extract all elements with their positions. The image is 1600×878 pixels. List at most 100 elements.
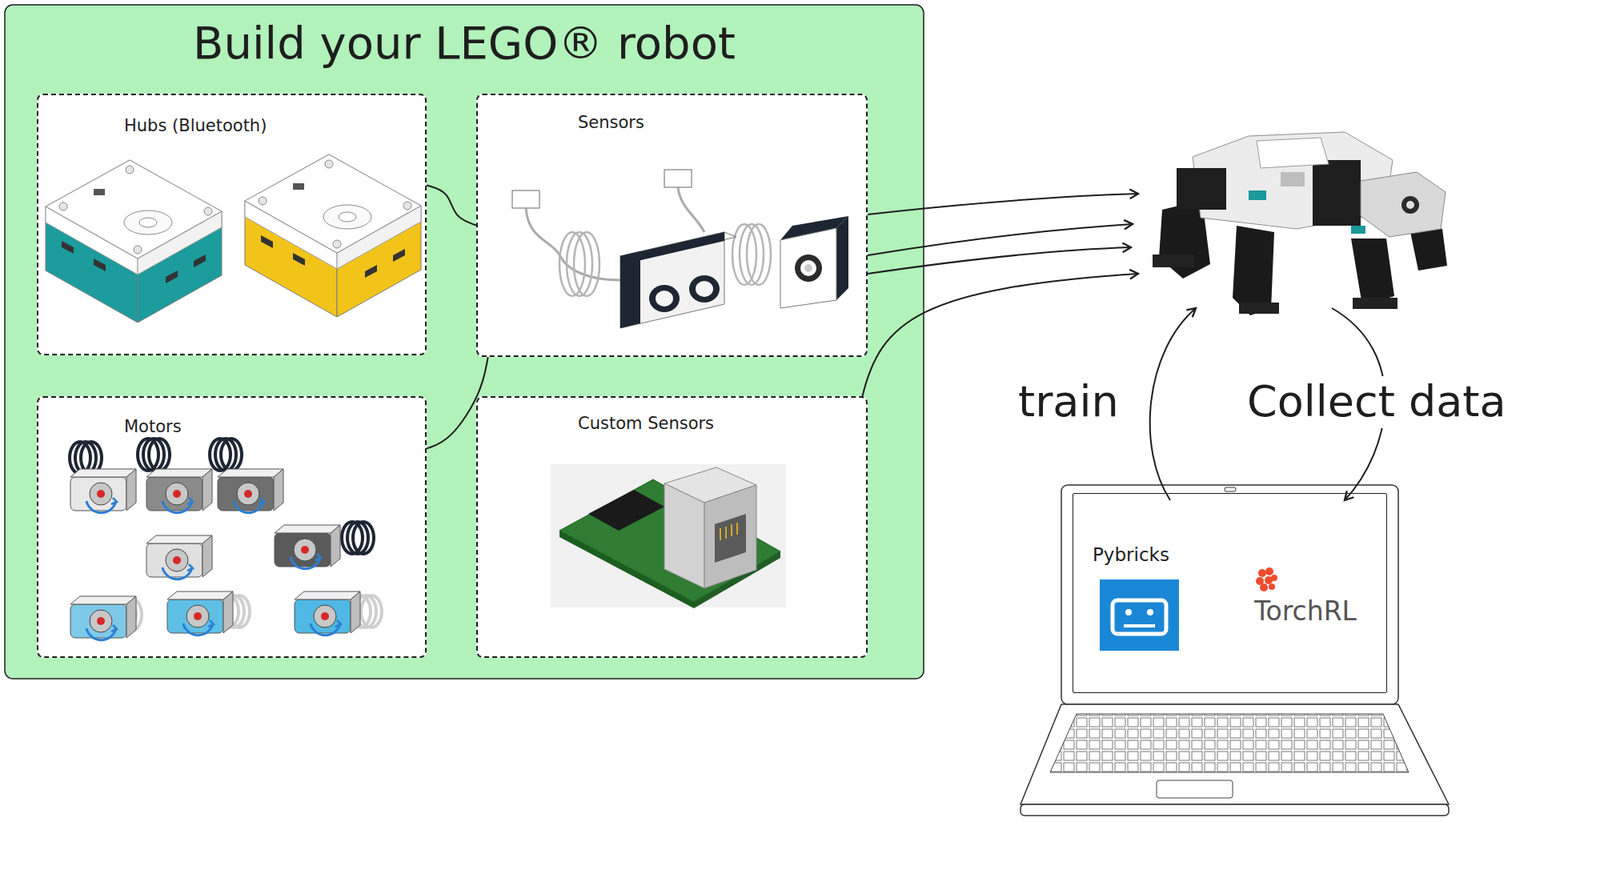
robot-illustration (1248, 190, 1267, 201)
robot-illustration (1280, 172, 1305, 187)
custom-sensor-illustration (550, 464, 786, 608)
robot-illustration (1352, 297, 1398, 309)
sensor-illustration (732, 224, 757, 285)
flow-arrows (867, 247, 1131, 274)
hub-illustration (244, 154, 422, 317)
sensor-illustration (620, 251, 641, 329)
sensor-illustration (739, 224, 764, 285)
robot-illustration (1351, 238, 1395, 306)
sensor-illustration (566, 232, 593, 297)
robot-illustration (1351, 225, 1366, 234)
box-heading: Sensors (577, 112, 645, 133)
motor-illustration (146, 535, 213, 580)
motor-illustration (217, 469, 284, 514)
flow-arrows (1150, 308, 1196, 501)
laptop-illustration (1146, 609, 1154, 616)
component-box: Hubs (Bluetooth) (36, 93, 427, 356)
laptop-illustration (1050, 713, 1409, 773)
robot-illustration (1401, 196, 1420, 214)
sensor-illustration (573, 232, 600, 297)
laptop-illustration (1099, 579, 1179, 651)
robot-illustration (1360, 172, 1446, 237)
motor-illustration (209, 438, 242, 471)
green-panel-ground (36, 93, 427, 356)
label-anchor: Collect data (1243, 376, 1510, 429)
arrow-label: train (1014, 376, 1123, 429)
sensor-illustration (655, 290, 674, 307)
component-box: Motors (36, 396, 427, 658)
motor-illustration (294, 591, 361, 636)
green-panel-ground (4, 4, 924, 679)
green-panel-ground (4, 4, 924, 679)
green-panel-ground (36, 396, 427, 658)
laptop-illustration (1125, 609, 1132, 616)
sensor-illustration (512, 169, 849, 329)
robot-illustration (1256, 137, 1329, 169)
panel-title: Build your LEGO® robot (4, 16, 924, 70)
motor-illustration (274, 525, 341, 570)
custom-sensor-illustration (559, 479, 781, 602)
laptop-illustration (1020, 704, 1449, 805)
robot-illustration (1406, 200, 1415, 209)
software-name: Pybricks (1092, 544, 1170, 567)
robot-illustration (1152, 254, 1195, 268)
flow-arrows (862, 193, 1386, 501)
sensor-illustration (794, 254, 823, 282)
laptop-illustration (1020, 804, 1449, 816)
laptop-illustration (1224, 487, 1236, 492)
sensor-illustration (512, 190, 540, 209)
flow-arrows (867, 224, 1133, 256)
laptop-illustration (1271, 574, 1278, 582)
motor-illustration (341, 521, 374, 554)
robot-illustration (1152, 132, 1448, 316)
flow-arrows (867, 193, 1139, 215)
laptop-illustration (1112, 600, 1167, 634)
motor-illustration (69, 438, 382, 641)
laptop-illustration (1156, 780, 1233, 798)
laptop-illustration (1255, 567, 1278, 592)
sensor-illustration (836, 216, 849, 301)
motor-illustration (146, 469, 213, 514)
hub-illustration (45, 154, 422, 323)
sensor-illustration (800, 260, 817, 277)
sensor-illustration (780, 228, 837, 309)
motor-illustration (137, 438, 170, 471)
laptop-illustration (1020, 485, 1449, 816)
component-box: Sensors (476, 93, 868, 357)
sensor-illustration (804, 264, 813, 273)
box-heading: Custom Sensors (577, 413, 714, 434)
sensor-illustration (695, 280, 714, 297)
wire-connector (426, 356, 489, 449)
box-heading: Motors (124, 417, 182, 438)
laptop-screen: PybricksTorchRL (1072, 493, 1388, 694)
sensor-illustration (620, 232, 725, 329)
sensor-illustration (649, 284, 680, 313)
component-box: Custom Sensors (476, 396, 868, 658)
custom-sensor-illustration (704, 485, 757, 589)
custom-sensor-illustration (714, 513, 746, 563)
laptop-illustration (1258, 569, 1267, 578)
laptop-illustration (1061, 485, 1399, 705)
robot-illustration (1176, 168, 1227, 210)
sensor-illustration (664, 169, 692, 188)
box-heading: Hubs (Bluetooth) (124, 116, 267, 137)
wire-connector (426, 184, 477, 225)
software-logo-text: TorchRL (1254, 595, 1357, 628)
robot-illustration (1232, 225, 1275, 316)
green-panel-ground (476, 396, 868, 658)
robot-illustration (1239, 302, 1280, 314)
motor-illustration (70, 469, 137, 514)
sensor-illustration (689, 275, 720, 303)
custom-sensor-illustration (588, 489, 665, 531)
laptop-illustration (1259, 583, 1268, 592)
sensor-illustration (746, 224, 771, 285)
laptop-illustration (1265, 567, 1274, 576)
custom-sensor-illustration (550, 464, 786, 609)
robot-illustration (1312, 160, 1361, 226)
hub-illustration (45, 160, 222, 323)
laptop-illustration (1268, 583, 1276, 590)
group-panel: Build your LEGO® robotHubs (Bluetooth) Se… (4, 4, 924, 679)
motor-illustration (167, 591, 233, 636)
green-panel-ground (476, 93, 868, 357)
